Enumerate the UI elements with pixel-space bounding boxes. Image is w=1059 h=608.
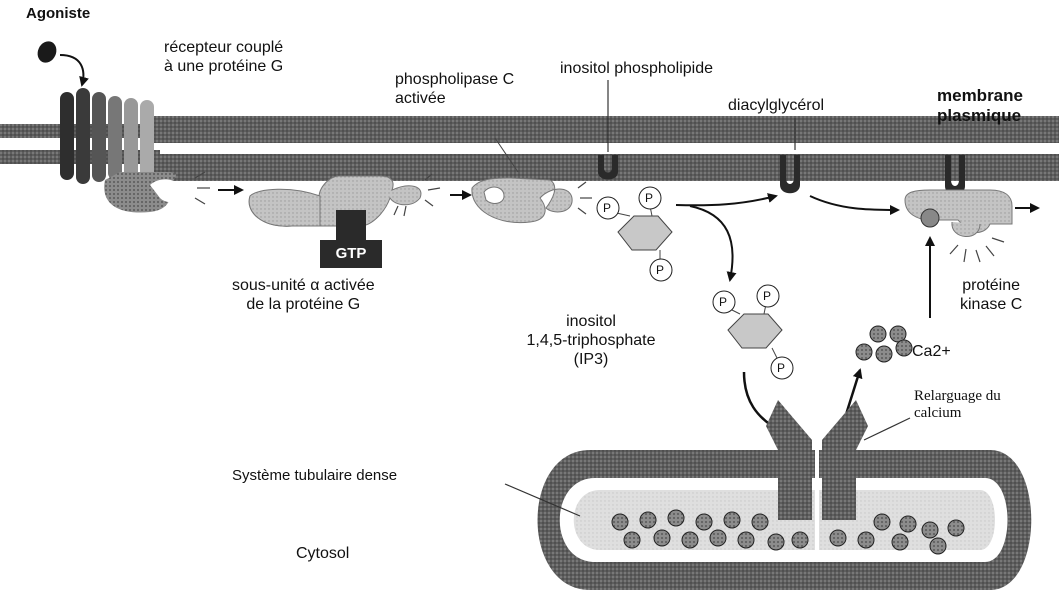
activation-rays-3 — [578, 182, 592, 214]
dense-tubular-label: Système tubulaire dense — [232, 466, 397, 485]
calcium-release-label-line1: Relarguage du — [914, 388, 1001, 405]
pkc-shape — [905, 190, 1012, 237]
membrane-label-line1: membrane — [937, 86, 1023, 106]
g-alpha-shape — [249, 176, 421, 226]
arrow-to-dag — [676, 196, 776, 205]
ip3-label-line3: (IP3) — [506, 350, 676, 369]
plc-label: phospholipase C activée — [395, 70, 514, 108]
receptor-shape — [60, 88, 182, 213]
pkc-label-line2: kinase C — [960, 295, 1022, 314]
phosphate-label-1: P — [603, 200, 611, 216]
ip3-label: inositol 1,4,5-triphosphate (IP3) — [506, 312, 676, 369]
g-alpha-label-line1: sous-unité α activée — [232, 276, 375, 295]
phosphate-label-6: P — [777, 360, 785, 376]
cytosol-label: Cytosol — [296, 544, 349, 563]
channel-pointer — [864, 418, 910, 440]
g-alpha-label-line2: de la protéine G — [232, 295, 375, 314]
receptor-label-line1: récepteur couplé — [164, 38, 283, 57]
g-alpha-label: sous-unité α activée de la protéine G — [232, 276, 375, 314]
phosphate-label-2: P — [645, 190, 653, 206]
agonist-molecule — [34, 38, 60, 66]
arrow-to-ip3 — [690, 206, 733, 280]
calcium-label: Ca2+ — [912, 342, 951, 361]
ip3-label-line2: 1,4,5-triphosphate — [506, 331, 676, 350]
pkc-label: protéine kinase C — [960, 276, 1022, 314]
receptor-label-line2: à une protéine G — [164, 57, 283, 76]
cytosolic-calcium — [856, 326, 912, 362]
phosphate-label-4: P — [719, 294, 727, 310]
membrane-label-line2: plasmique — [937, 106, 1023, 126]
phosphate-label-3: P — [656, 262, 664, 278]
plc-shape — [472, 178, 572, 223]
calcium-release-label: Relarguage du calcium — [914, 388, 1001, 422]
agonist-label: Agoniste — [26, 4, 90, 23]
ip3-label-line1: inositol — [506, 312, 676, 331]
plc-label-line2: activée — [395, 89, 514, 108]
receptor-label: récepteur couplé à une protéine G — [164, 38, 283, 76]
agonist-arrow — [60, 55, 83, 85]
membrane-label: membrane plasmique — [937, 86, 1023, 126]
plc-label-line1: phospholipase C — [395, 70, 514, 89]
phosphate-label-5: P — [763, 288, 771, 304]
calcium-release-label-line2: calcium — [914, 405, 1001, 422]
pkc-label-line1: protéine — [960, 276, 1022, 295]
plasma-membrane — [0, 116, 1059, 181]
arrow-dag-to-pkc — [810, 196, 898, 210]
diacylglycerol-label: diacylglycérol — [728, 96, 824, 115]
gtp-label: GTP — [320, 244, 382, 263]
inositol-phospholipid-label: inositol phospholipide — [560, 59, 713, 78]
pkc-rays — [950, 238, 1004, 262]
